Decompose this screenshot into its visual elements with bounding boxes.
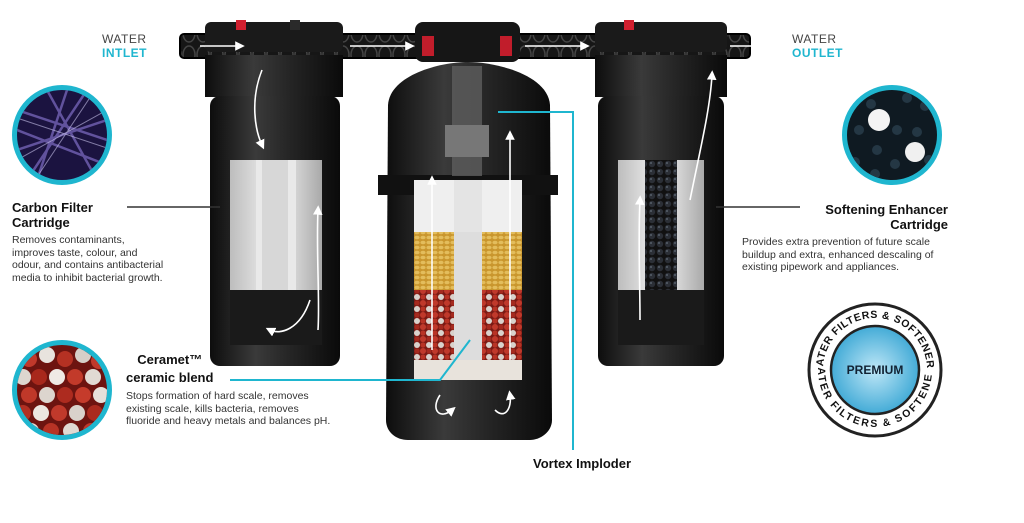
softening-beads-image: [842, 85, 942, 185]
softening-desc-line: existing pipework and appliances.: [742, 261, 900, 273]
carbon-desc-line: media to inhibit bacterial growth.: [12, 271, 163, 284]
water-inlet-line2: INTLET: [102, 46, 147, 60]
carbon-title-line1: Carbon Filter: [12, 200, 93, 215]
softening-title-line2: Cartridge: [890, 217, 948, 232]
ceramic-balls-image: [12, 340, 112, 440]
water-outlet-line1: WATER: [792, 32, 837, 46]
vortex-imploder-label: Vortex Imploder: [533, 456, 632, 471]
softening-desc-line: Provides extra prevention of future scal…: [742, 236, 930, 248]
premium-badge: WATER FILTERS & SOFTENERS WATER FILTERS …: [805, 300, 943, 438]
ceramet-title-line2: ceramic blend: [126, 370, 214, 385]
water-outlet-label: WATER OUTLET: [792, 32, 843, 60]
ceramet-desc-line: Stops formation of hard scale, removes: [126, 390, 309, 402]
water-inlet-label: WATER INTLET: [102, 32, 147, 60]
ceramet-desc-line: fluoride and heavy metals and balances p…: [126, 415, 331, 427]
ceramet-desc-line: existing scale, kills bacteria, removes: [126, 402, 299, 415]
carbon-title-line2: Cartridge: [12, 215, 70, 230]
water-outlet-line2: OUTLET: [792, 46, 843, 60]
ceramet-title-line1: Ceramet™: [137, 352, 203, 367]
softening-enhancer-title: Softening Enhancer Cartridge: [792, 202, 948, 232]
softening-title-line1: Softening Enhancer: [825, 202, 948, 217]
ceramet-title: Ceramet™ ceramic blend: [126, 352, 213, 385]
softening-enhancer-description: Provides extra prevention of future scal…: [742, 236, 933, 274]
carbon-filter-title: Carbon Filter Cartridge: [12, 200, 93, 230]
carbon-desc-line: odour, and contains antibacterial: [12, 259, 164, 271]
carbon-desc-line: improves taste, colour, and: [12, 246, 138, 259]
carbon-filter-description: Removes contaminants, improves taste, co…: [12, 234, 163, 284]
badge-center-text: PREMIUM: [847, 363, 904, 377]
ceramet-description: Stops formation of hard scale, removes e…: [126, 390, 330, 428]
carbon-fiber-image: [12, 85, 112, 185]
carbon-desc-line: Removes contaminants,: [12, 234, 125, 246]
water-inlet-line1: WATER: [102, 32, 147, 46]
softening-desc-line: buildup and extra, enhanced descaling of: [742, 248, 934, 261]
